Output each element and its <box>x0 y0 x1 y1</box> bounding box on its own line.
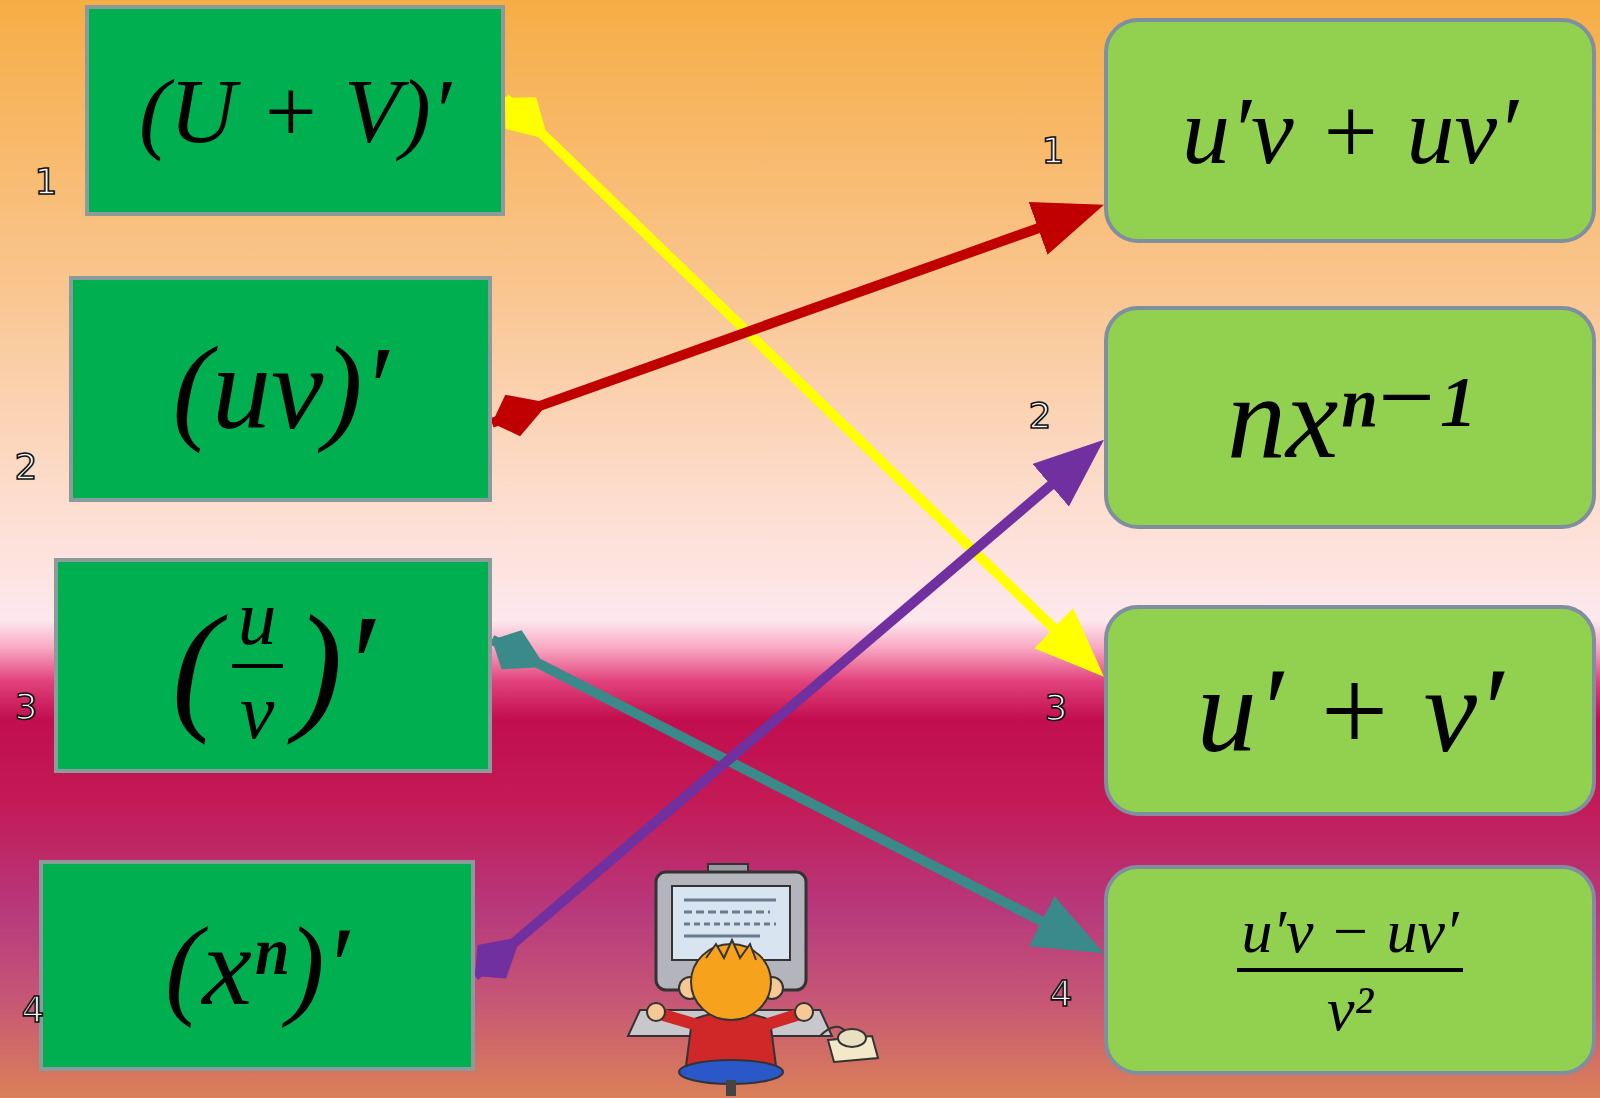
fraction-bar <box>232 664 283 668</box>
formula-text: v <box>234 674 281 751</box>
formula-text: u <box>232 580 283 657</box>
callout-number: 3 <box>1045 690 1068 726</box>
callout-number: 1 <box>35 164 58 200</box>
result-box: u′v − uv′ v² <box>1104 865 1596 1075</box>
formula-text: ( <box>160 593 231 738</box>
formula-text: u′v − uv′ <box>1237 900 1464 962</box>
callout-number: 2 <box>15 449 38 485</box>
callout-number: 3 <box>15 689 38 725</box>
callout-number: 4 <box>1050 976 1073 1012</box>
formula-text: u′v + uv′ <box>1174 83 1525 179</box>
formula-box: (xⁿ)′ <box>39 860 475 1071</box>
formula-box: (U + V)′ <box>85 5 505 216</box>
formula-text: (uv)′ <box>163 330 398 448</box>
formula-box: (uv)′ <box>69 276 492 502</box>
formula-text: nxⁿ⁻¹ <box>1217 359 1482 477</box>
fraction-bar <box>1237 968 1464 972</box>
connector-arrow <box>492 218 1066 423</box>
formula-text: v² <box>1322 978 1378 1040</box>
callout-number: 2 <box>1029 398 1052 434</box>
connector-arrow <box>475 466 1074 976</box>
formula-text: u′ + v′ <box>1187 651 1513 771</box>
formula-text: )′ <box>283 593 386 738</box>
result-box: u′v + uv′ <box>1104 18 1596 243</box>
computer-user-clipart <box>628 864 878 1096</box>
callout-number: 4 <box>22 992 45 1028</box>
callout-number: 1 <box>1042 133 1065 169</box>
formula-text: (U + V)′ <box>132 65 459 157</box>
formula-text: (xⁿ)′ <box>156 910 358 1022</box>
connector-arrow <box>505 98 1075 649</box>
result-box: nxⁿ⁻¹ <box>1104 306 1596 529</box>
result-box: u′ + v′ <box>1104 605 1596 816</box>
formula-box: (uv)′ <box>54 558 492 773</box>
